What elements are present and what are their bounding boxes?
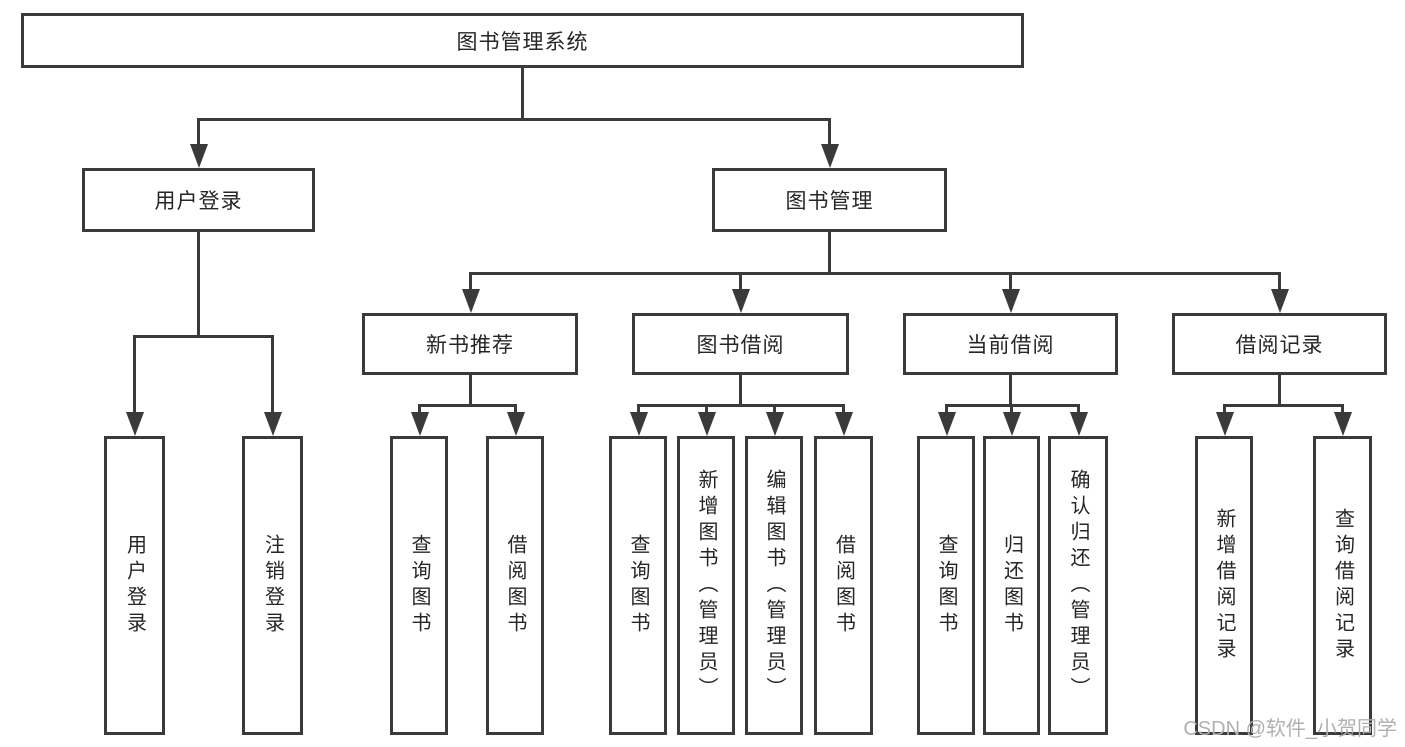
connector-arrow-br-add [1215, 404, 1234, 436]
connector-arrow-book-management [820, 118, 839, 168]
node-logout-action: 注销登录 [242, 436, 303, 735]
connector-arrow-bb-borrow [834, 404, 853, 436]
connector-arrow-borrowing-records [1270, 272, 1289, 313]
connector-recommendation-vline [469, 375, 472, 407]
node-confirm-return-admin: 确认归还（管理员） [1048, 436, 1108, 735]
node-label: 借阅记录 [1235, 334, 1324, 357]
node-query-borrow-record: 查询借阅记录 [1313, 436, 1372, 735]
node-label: 新增借阅记录 [1213, 507, 1235, 664]
node-label: 图书管理系统 [456, 30, 589, 54]
node-label: 查询图书 [935, 533, 957, 638]
node-label: 用户登录 [154, 190, 243, 213]
connector-user-login-bus [133, 335, 274, 338]
node-label: 查询图书 [627, 533, 649, 638]
connector-arrow-user-login [189, 118, 208, 168]
connector-arrow-login-leaf [125, 335, 144, 436]
node-user-login: 用户登录 [82, 168, 315, 232]
connector-arrow-cb-query [937, 404, 956, 436]
node-current-borrowing: 当前借阅 [903, 313, 1118, 375]
connector-arrow-current-borrowing [1001, 272, 1020, 313]
node-label: 图书借阅 [696, 334, 785, 357]
connector-arrow-new-book-recommendation [461, 272, 480, 313]
connector-borrowing-bus [637, 404, 845, 407]
node-user-login-action: 用户登录 [104, 436, 165, 735]
connector-borrowing-vline [739, 375, 742, 407]
connector-arrow-bb-query [629, 404, 648, 436]
connector-book-management-vline [828, 232, 831, 275]
connector-arrow-rec-query [410, 404, 429, 436]
connector-arrow-cb-return [1002, 404, 1021, 436]
node-label: 查询图书 [408, 533, 430, 638]
node-query-books-borrowing: 查询图书 [609, 436, 667, 735]
node-label: 用户登录 [123, 533, 146, 638]
node-label: 编辑图书（管理员） [763, 468, 785, 703]
connector-arrow-br-query [1333, 404, 1352, 436]
connector-book-management-bus [469, 272, 1281, 275]
node-label: 新书推荐 [426, 334, 514, 357]
node-label: 借阅图书 [504, 533, 526, 638]
node-label: 查询借阅记录 [1331, 507, 1354, 664]
node-label: 新增图书（管理员） [695, 468, 717, 703]
node-borrowing-records: 借阅记录 [1172, 313, 1387, 375]
node-book-management: 图书管理 [712, 168, 947, 232]
node-borrow-books-borrowing: 借阅图书 [814, 436, 873, 735]
node-return-books: 归还图书 [983, 436, 1040, 735]
node-edit-books-admin: 编辑图书（管理员） [745, 436, 803, 735]
connector-current-vline [1009, 375, 1012, 407]
node-query-books-current: 查询图书 [917, 436, 975, 735]
node-label: 当前借阅 [966, 334, 1055, 357]
node-query-books-recommendation: 查询图书 [390, 436, 448, 735]
node-label: 借阅图书 [832, 533, 855, 638]
connector-arrow-cb-confirm [1069, 404, 1088, 436]
node-add-books-admin: 新增图书（管理员） [677, 436, 735, 735]
connector-arrow-bb-add [697, 404, 716, 436]
connector-records-bus [1223, 404, 1344, 407]
connector-root-bus [197, 118, 831, 121]
node-label: 图书管理 [785, 190, 874, 213]
node-borrow-books-recommendation: 借阅图书 [486, 436, 544, 735]
node-label: 确认归还（管理员） [1067, 468, 1089, 703]
node-add-borrow-record: 新增借阅记录 [1195, 436, 1253, 735]
connector-recommendation-bus [418, 404, 517, 407]
connector-records-vline [1278, 375, 1281, 407]
connector-arrow-bb-edit [765, 404, 784, 436]
node-book-borrowing: 图书借阅 [632, 313, 849, 375]
connector-arrow-logout-leaf [263, 335, 282, 436]
connector-arrow-book-borrowing [731, 272, 750, 313]
connector-arrow-rec-borrow [506, 404, 525, 436]
node-library-management-system: 图书管理系统 [21, 13, 1024, 68]
connector-root-vline [521, 68, 524, 118]
watermark-text: CSDN @软件_小贺同学 [1183, 718, 1397, 740]
node-new-book-recommendation: 新书推荐 [362, 313, 578, 375]
connector-user-login-vline [197, 232, 200, 338]
node-label: 注销登录 [261, 533, 284, 638]
node-label: 归还图书 [1000, 533, 1023, 638]
